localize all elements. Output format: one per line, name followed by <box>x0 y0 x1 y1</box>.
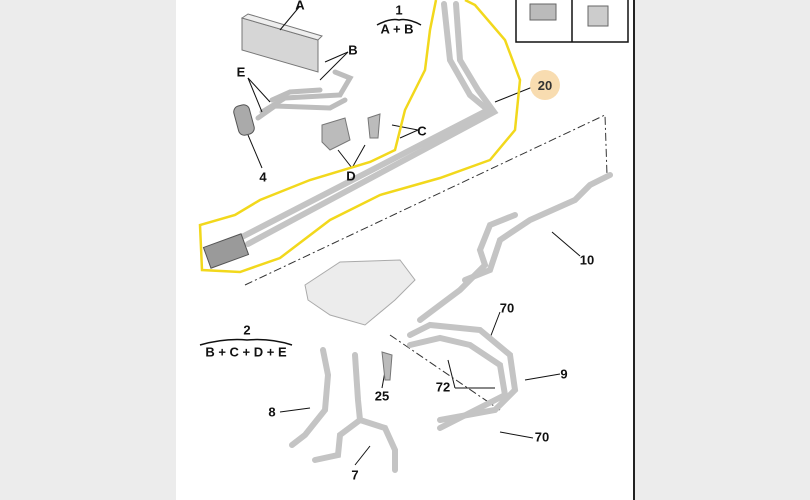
heater-matrix-A <box>240 5 323 73</box>
bracket-25 <box>381 351 393 381</box>
part-20-badge[interactable]: 20 <box>530 70 560 100</box>
inset-fastener-box <box>515 0 629 43</box>
group-2-number: 2 <box>243 322 251 338</box>
label-7: 7 <box>351 467 359 483</box>
group-2-parts: B + C + D + E <box>205 344 287 360</box>
seal-4 <box>233 104 255 136</box>
group-1-parts: A + B <box>380 21 414 37</box>
label-10: 10 <box>579 252 595 268</box>
label-D: D <box>346 168 356 184</box>
pipe-9 <box>407 321 519 431</box>
label-8: 8 <box>268 404 276 420</box>
pipe-8 <box>289 347 332 448</box>
label-25: 25 <box>374 388 390 404</box>
pipe-10 <box>417 172 613 323</box>
bracket-D <box>321 117 351 151</box>
label-E: E <box>236 64 246 80</box>
bracket-C <box>367 113 381 139</box>
pipes-E <box>255 69 354 121</box>
pipe-7 <box>312 352 398 473</box>
label-9: 9 <box>560 366 568 382</box>
label-A: A <box>295 0 305 13</box>
label-4: 4 <box>259 169 267 185</box>
label-70-bottom: 70 <box>534 429 550 445</box>
group-1-number: 1 <box>395 2 403 18</box>
label-C: C <box>417 123 427 139</box>
engine-component <box>304 259 416 326</box>
label-72: 72 <box>435 379 451 395</box>
label-70-top: 70 <box>499 300 515 316</box>
highlight-outline <box>198 0 522 274</box>
label-B: B <box>348 42 358 58</box>
